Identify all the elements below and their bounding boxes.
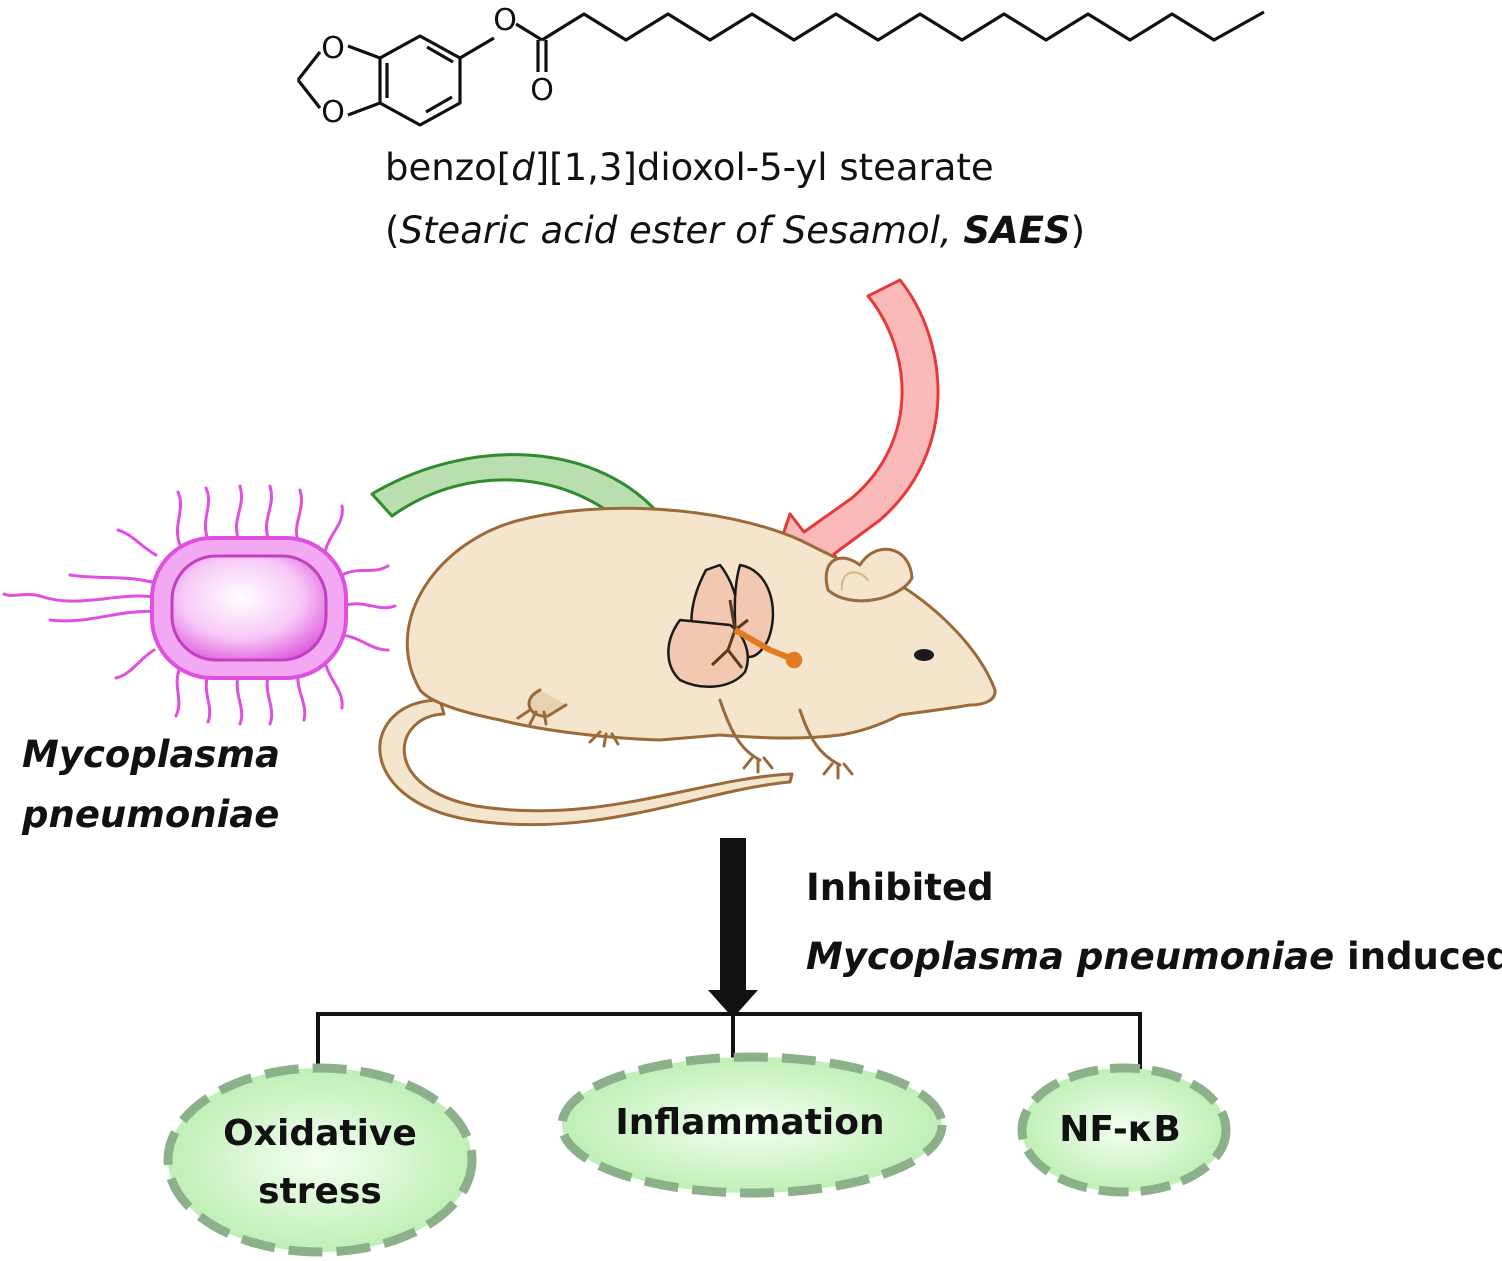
- atom-oxygen: O: [321, 95, 345, 130]
- mouse-front-leg: [718, 698, 762, 762]
- lung-icon: [667, 563, 803, 688]
- atom-oxygen: O: [530, 73, 554, 108]
- down-arrow-shaft: [720, 838, 746, 990]
- benzene-ring: [378, 34, 462, 127]
- ring-double-bond: [425, 95, 453, 114]
- compound-name: benzo[d][1,3]dioxol-5-yl stearate: [385, 146, 994, 189]
- compound-alias: (Stearic acid ester of Sesamol, SAES): [385, 209, 1086, 252]
- ester-bond: [515, 22, 543, 42]
- ester-bond: [459, 36, 495, 60]
- dioxole-bond: [296, 51, 322, 81]
- mouse-front-leg: [798, 708, 842, 767]
- alkyl-chain: [541, 10, 1265, 42]
- organism-label-line1: Mycoplasma: [22, 733, 280, 776]
- atom-labels: O O O O: [321, 3, 554, 130]
- bacterium-cell-body: [170, 554, 328, 662]
- nfkb-label: NF-κB: [1059, 1109, 1181, 1150]
- mouse-ear: [824, 547, 914, 603]
- down-arrow-head: [708, 990, 758, 1018]
- inflammation-label: Inflammation: [615, 1102, 885, 1143]
- oxidative-stress-oval: [163, 1063, 477, 1257]
- dioxole-bond: [347, 44, 381, 60]
- nfkb-oval: [1017, 1063, 1231, 1197]
- ring-double-bond: [426, 45, 454, 64]
- inflammation-oval: [557, 1052, 947, 1198]
- atom-oxygen: O: [493, 3, 517, 38]
- dioxole-bond: [296, 79, 322, 109]
- organism-label-line2: pneumoniae: [22, 793, 280, 836]
- effect-label-line2: Mycoplasma pneumoniae induced: [806, 935, 1502, 978]
- atom-oxygen: O: [321, 31, 345, 66]
- chemical-structure-icon: [296, 10, 1265, 127]
- lung-lower: [667, 618, 749, 688]
- mouse-tail: [378, 698, 794, 827]
- dioxole-bond: [347, 101, 381, 117]
- effect-label-line1: Inhibited: [806, 866, 994, 909]
- mouse-eye: [914, 649, 934, 661]
